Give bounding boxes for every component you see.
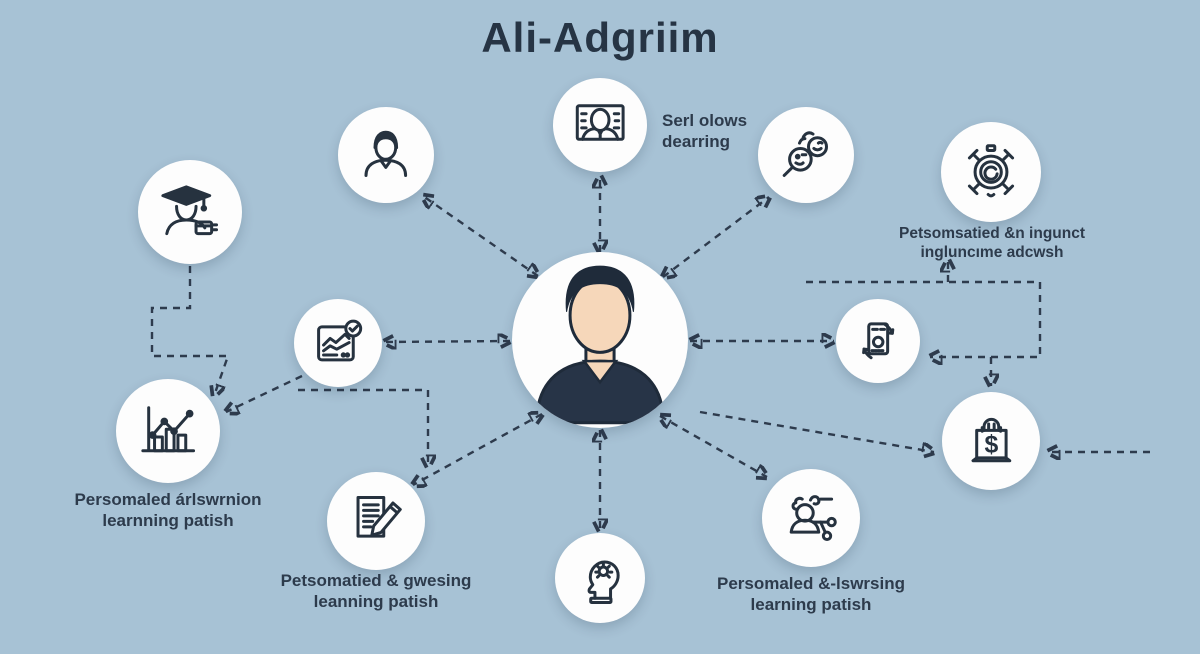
bar-chart-node <box>116 379 220 483</box>
bar-line-chart-icon <box>137 400 199 462</box>
connector-hub-document <box>413 414 542 485</box>
label-learning-paths-left: Persomaled árlswrnion learnning patish <box>74 490 262 531</box>
label-self-learning: Serl olows dearring <box>662 111 748 152</box>
person-network-node <box>762 469 860 567</box>
label-learning-paths-right: Persomaled &-lswrsing learning patish <box>716 574 905 615</box>
graduate-node <box>138 160 242 264</box>
chart-check-node <box>294 299 382 387</box>
central-hub-node <box>512 252 688 428</box>
user-node <box>338 107 434 203</box>
label-instinct-education: Petsomsatied &n ingunct ingluncıme adcws… <box>898 225 1086 262</box>
page-title: Ali-Adgriim <box>481 14 719 61</box>
connector-chart-document <box>298 388 428 467</box>
connector-hub-search <box>663 197 769 277</box>
person-dashboard-node <box>553 78 647 172</box>
device-sync-node <box>836 299 920 383</box>
user-icon <box>357 126 415 184</box>
person-dashboard-icon <box>572 97 628 153</box>
person-network-icon <box>782 489 841 548</box>
connector-hub-network <box>660 416 767 477</box>
target-gauge-node <box>941 122 1041 222</box>
learner-avatar <box>512 252 688 428</box>
shopping-bag-node: $ <box>942 392 1040 490</box>
device-sync-icon <box>853 316 903 366</box>
document-pencil-icon <box>347 492 406 551</box>
search-profile-icon <box>777 126 835 184</box>
chart-check-icon <box>312 317 365 370</box>
target-gauge-icon <box>961 142 1021 202</box>
head-gear-icon <box>573 551 627 605</box>
search-profile-node <box>758 107 854 203</box>
graduate-student-icon <box>159 181 221 243</box>
svg-text:$: $ <box>984 431 998 458</box>
connector-graduate-barchart <box>150 266 230 396</box>
connector-hub-chart <box>384 341 510 342</box>
shopping-bag-dollar-icon: $ <box>962 412 1021 471</box>
connector-hub-user <box>423 196 538 276</box>
connector-chart-barchart <box>226 374 303 412</box>
label-guessing-paths: Petsomatied & gwesing leanning patish <box>280 571 472 612</box>
head-gear-node <box>555 533 645 623</box>
document-pencil-node <box>327 472 425 570</box>
connector-hub-bag <box>699 410 934 452</box>
